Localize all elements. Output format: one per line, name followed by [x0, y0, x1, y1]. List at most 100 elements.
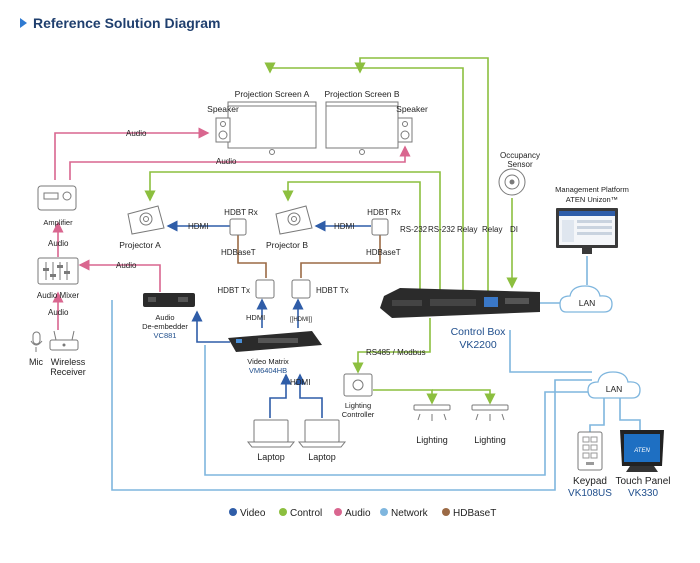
legend-audio-label: Audio — [345, 508, 371, 519]
label-audio-4: Audio — [48, 308, 69, 317]
lighting-2-icon — [471, 404, 509, 421]
laptop-2-label: Laptop — [308, 452, 336, 462]
keypad-device — [577, 431, 603, 471]
amplifier-icon — [37, 185, 77, 211]
network-lines — [111, 256, 641, 491]
lighting-1-label: Lighting — [416, 435, 448, 445]
lighting-controller-label-1: Lighting — [345, 401, 371, 410]
label-hdmi-icon: [[HDMI]] — [290, 317, 312, 323]
legend-video-dot — [229, 508, 237, 516]
audio-lines — [52, 127, 411, 330]
occupancy-sensor-label-1: Occupancy — [500, 151, 540, 160]
label-rs232-1: RS-232 — [400, 225, 428, 234]
touch-panel-screen-text: ATEN — [633, 448, 650, 454]
projection-screen-a-label: Projection Screen A — [235, 89, 310, 99]
label-hdmi-tx: HDMI — [246, 313, 265, 322]
lighting-controller-label-2: Controller — [342, 410, 375, 419]
label-rs485: RS485 / Modbus — [366, 348, 426, 357]
control-box-model: VK2200 — [459, 339, 497, 351]
lan-cloud-bottom — [587, 371, 641, 399]
projection-screen-a — [227, 101, 317, 155]
legend-control-dot — [279, 508, 287, 516]
control-box-label: Control Box — [451, 326, 507, 338]
management-platform-label-1: Management Platform — [555, 185, 629, 194]
occupancy-sensor-icon — [498, 168, 526, 196]
control-box-device — [380, 288, 540, 318]
lighting-1-icon — [413, 404, 451, 421]
lan-top-label: LAN — [579, 298, 596, 308]
video-lines — [166, 220, 371, 418]
hdbt-rx-a-box — [229, 218, 247, 236]
label-hdbaset-a: HDBaseT — [221, 248, 256, 257]
hdbt-tx-b-label: HDBT Tx — [316, 286, 349, 295]
legend-network-label: Network — [391, 508, 429, 519]
wireless-receiver-label-2: Receiver — [50, 367, 86, 377]
amplifier-label: Amplifier — [43, 218, 73, 227]
label-audio-3: Audio — [48, 239, 69, 248]
label-audio-2: Audio — [216, 157, 237, 166]
diagram-title: Reference Solution Diagram — [33, 15, 221, 31]
speaker-right-icon — [397, 117, 413, 143]
label-di: DI — [510, 225, 518, 234]
keypad-label: Keypad — [573, 476, 607, 487]
projection-screen-b-label: Projection Screen B — [324, 89, 399, 99]
lighting-2-label: Lighting — [474, 435, 506, 445]
touch-panel-model: VK330 — [628, 488, 658, 499]
title-bullet-icon — [20, 18, 27, 28]
label-audio-1: Audio — [126, 129, 147, 138]
audio-mixer-label: Audio Mixer — [37, 291, 80, 300]
label-hdmi-b: HDMI — [334, 222, 354, 231]
projector-b-label: Projector B — [266, 240, 308, 250]
video-matrix-model: VM6404HB — [249, 366, 287, 375]
mic-label: Mic — [29, 357, 43, 367]
touch-panel-label: Touch Panel — [615, 476, 670, 487]
legend-hdbaset-label: HDBaseT — [453, 508, 496, 519]
legend-video-label: Video — [240, 508, 266, 519]
wireless-receiver-icon — [49, 330, 79, 351]
projector-a-label: Projector A — [119, 240, 161, 250]
hdbt-rx-b-label: HDBT Rx — [367, 208, 401, 217]
label-relay-1: Relay — [457, 225, 477, 234]
legend: Video Control Audio Network HDBaseT — [229, 508, 496, 519]
projector-a-icon — [127, 205, 165, 235]
occupancy-sensor-label-2: Sensor — [507, 160, 533, 169]
label-audio-5: Audio — [116, 261, 137, 270]
laptop-1-icon — [246, 419, 296, 448]
audio-deembedder-device — [143, 293, 195, 307]
management-platform-monitor-icon — [556, 208, 618, 254]
legend-network-dot — [380, 508, 388, 516]
speaker-left-icon — [215, 117, 231, 143]
touch-panel-device: ATEN — [620, 430, 664, 472]
label-hdmi-laptops: HDMI — [290, 378, 310, 387]
keypad-model: VK108US — [568, 488, 612, 499]
hdbaset-lines — [237, 235, 381, 278]
video-matrix-device — [228, 331, 322, 352]
label-hdmi-a: HDMI — [188, 222, 208, 231]
label-relay-2: Relay — [482, 225, 502, 234]
legend-control-label: Control — [290, 508, 322, 519]
management-platform-label-2: ATEN Unizon™ — [566, 195, 618, 204]
wireless-receiver-label-1: Wireless — [51, 357, 86, 367]
audio-deembedder-label-2: De-embedder — [142, 322, 188, 331]
audio-mixer-icon — [37, 257, 79, 285]
lan-bottom-label: LAN — [606, 384, 623, 394]
mic-icon — [30, 331, 43, 352]
legend-audio-dot — [334, 508, 342, 516]
label-hdbaset-b: HDBaseT — [366, 248, 401, 257]
hdbt-rx-b-box — [371, 218, 389, 236]
projection-screen-b — [325, 101, 399, 155]
control-lines — [144, 57, 518, 405]
hdbt-tx-a-box — [255, 279, 275, 299]
laptop-2-icon — [297, 419, 347, 448]
video-matrix-label: Video Matrix — [247, 357, 289, 366]
audio-deembedder-label-1: Audio — [155, 313, 174, 322]
audio-deembedder-model: VC881 — [154, 331, 177, 340]
lan-cloud-top — [559, 285, 613, 313]
label-rs232-2: RS-232 — [428, 225, 456, 234]
hdbt-rx-a-label: HDBT Rx — [224, 208, 258, 217]
legend-hdbaset-dot — [442, 508, 450, 516]
projector-b-icon — [275, 205, 313, 235]
speaker-right-label: Speaker — [396, 104, 428, 114]
speaker-left-label: Speaker — [207, 104, 239, 114]
